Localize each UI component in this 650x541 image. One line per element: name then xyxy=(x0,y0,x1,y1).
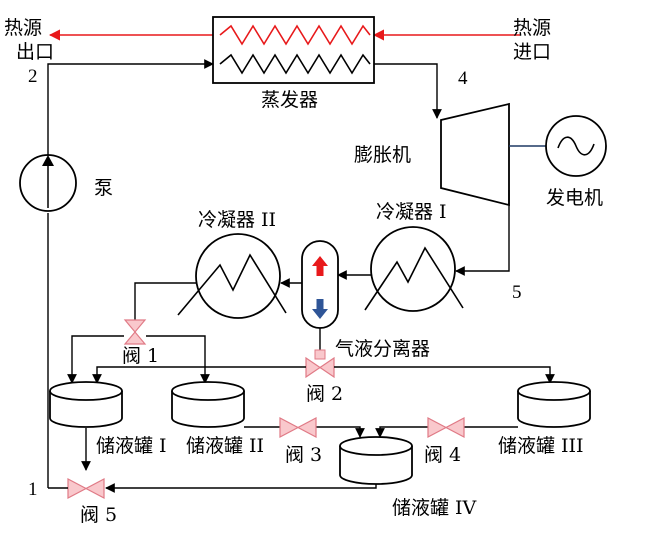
tank-2 xyxy=(171,381,245,428)
valve-1 xyxy=(123,319,147,345)
heat-source-outlet-label-1: 热源 xyxy=(4,17,42,39)
tank-3 xyxy=(517,381,591,428)
valve-5-left xyxy=(67,478,88,499)
tank-4-body xyxy=(339,446,413,485)
tank-1-label: 储液罐 I xyxy=(96,435,167,457)
pump-arrow-icon xyxy=(42,155,54,166)
expander xyxy=(440,102,510,207)
line-valve-3-to-tank-4 xyxy=(316,426,365,438)
condenser-1-body xyxy=(370,226,456,312)
evaporator-label: 蒸发器 xyxy=(261,89,318,111)
condenser-1 xyxy=(364,226,464,312)
line-valve-4-to-tank-4 xyxy=(375,426,428,438)
line-valve-1-to-tank-1 xyxy=(67,335,124,384)
state-point-4: 4 xyxy=(458,68,468,89)
valve-3 xyxy=(279,417,317,438)
condenser-2 xyxy=(177,233,287,319)
valve-4-label: 阀 4 xyxy=(424,444,461,466)
line-valve-2-to-tank-1 xyxy=(92,366,306,384)
valve-5-label: 阀 5 xyxy=(80,504,117,526)
valve-2-right xyxy=(318,356,335,379)
valve-1-bottom xyxy=(123,331,147,345)
line-tank-4-to-valve-5 xyxy=(105,483,377,493)
line-expander-to-condenser-1 xyxy=(455,190,510,276)
separator-label: 气液分离器 xyxy=(335,338,430,360)
liquid-down-arrow-icon xyxy=(312,299,328,319)
generator-sine-icon xyxy=(557,136,595,156)
valve-5 xyxy=(67,478,105,499)
evaporator-body xyxy=(212,16,375,84)
valve-3-left xyxy=(279,417,300,438)
tank-1-body xyxy=(49,391,123,428)
valve-1-label: 阀 1 xyxy=(122,345,159,367)
tank-3-label: 储液罐 III xyxy=(498,435,584,457)
valve-3-label: 阀 3 xyxy=(285,444,322,466)
generator xyxy=(545,115,607,177)
evaporator-working-coil xyxy=(219,53,371,75)
condenser-1-label: 冷凝器 I xyxy=(376,201,447,223)
tank-4 xyxy=(339,436,413,485)
state-point-2: 2 xyxy=(28,66,38,87)
pump-label: 泵 xyxy=(94,177,113,199)
valve-2 xyxy=(305,349,335,379)
heat-source-outlet-label-2: 出口 xyxy=(16,41,54,63)
tank-2-body xyxy=(171,391,245,428)
condenser-2-coil xyxy=(177,253,287,316)
line-valve-2-to-tank-3 xyxy=(334,366,555,384)
gas-liquid-separator xyxy=(301,240,339,329)
valve-4 xyxy=(427,417,465,438)
valve-3-right xyxy=(296,417,317,438)
valve-2-left xyxy=(305,356,322,379)
expander-label: 膨胀机 xyxy=(354,144,411,166)
pump xyxy=(19,154,77,212)
line-condenser-2-to-valve-1 xyxy=(134,282,196,323)
valve-1-top xyxy=(123,319,147,333)
tank-1 xyxy=(49,381,123,428)
evaporator-hot-coil xyxy=(219,24,371,46)
tank-1-top xyxy=(49,381,123,401)
valve-2-stem xyxy=(314,349,326,360)
condenser-1-coil xyxy=(364,246,464,311)
evaporator xyxy=(212,16,375,84)
tank-2-label: 储液罐 II xyxy=(186,435,264,457)
vapor-up-arrow-icon xyxy=(312,256,328,276)
condenser-2-body xyxy=(195,233,281,319)
generator-label: 发电机 xyxy=(546,187,603,209)
valve-2-label: 阀 2 xyxy=(306,383,343,405)
tank-3-top xyxy=(517,381,591,401)
state-point-1: 1 xyxy=(28,479,38,500)
tank-4-top xyxy=(339,436,413,456)
tank-4-label: 储液罐 IV xyxy=(392,497,477,519)
tank-2-top xyxy=(171,381,245,401)
condenser-2-label: 冷凝器 II xyxy=(198,209,276,231)
heat-source-inlet-label-2: 进口 xyxy=(513,41,551,63)
state-point-5: 5 xyxy=(512,282,522,303)
valve-4-right xyxy=(444,417,465,438)
heat-source-inlet-label-1: 热源 xyxy=(513,17,551,39)
tank-3-body xyxy=(517,391,591,428)
line-pump-to-evaporator xyxy=(47,59,214,155)
line-evaporator-to-expander xyxy=(374,63,442,119)
valve-5-right xyxy=(84,478,105,499)
expander-body xyxy=(440,102,510,207)
valve-4-left xyxy=(427,417,448,438)
